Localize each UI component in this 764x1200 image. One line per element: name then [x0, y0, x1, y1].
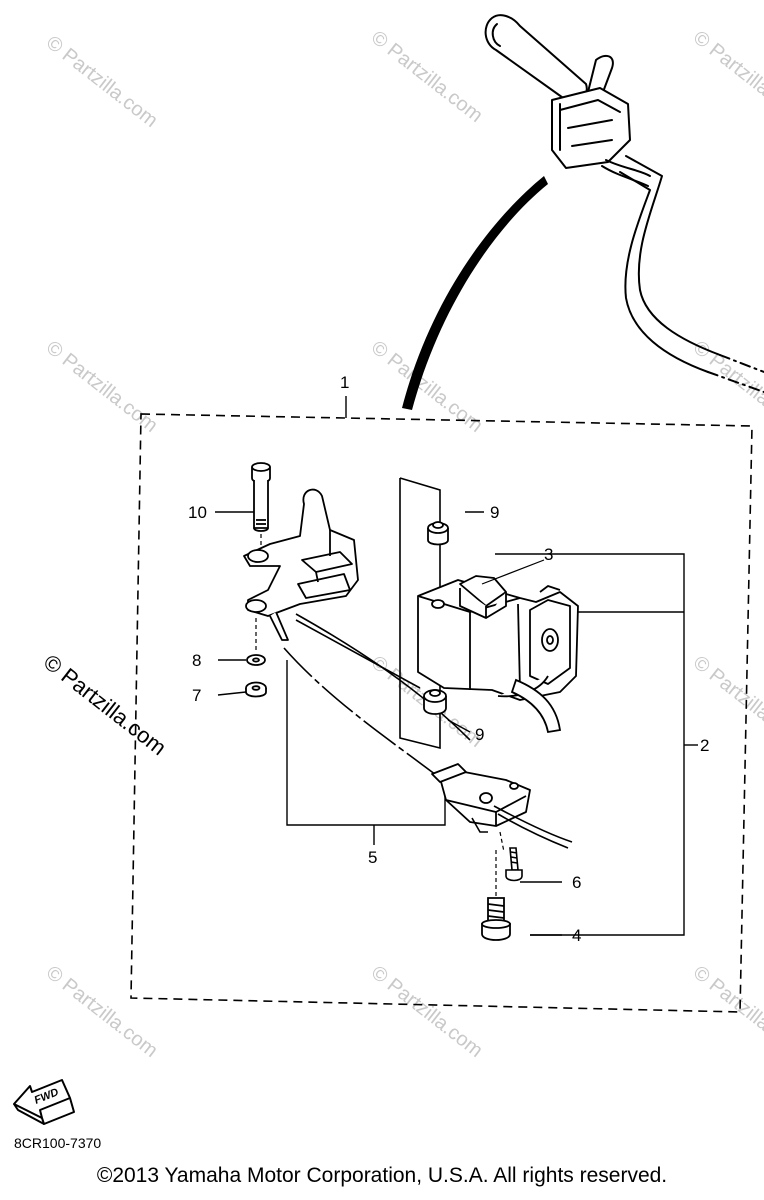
watermark: © Partzilla.com [42, 32, 162, 132]
centerline [499, 831, 505, 853]
brake-switch-part-5 [431, 763, 531, 827]
watermark: © Partzilla.com [367, 27, 487, 127]
screw-part-6 [505, 847, 523, 882]
grommet-part-9-lower [423, 689, 447, 715]
switch-part-3 [417, 575, 579, 701]
callout-7: 7 [192, 686, 201, 705]
wire-harness [402, 176, 548, 410]
grommet-part-9-upper [427, 521, 449, 546]
bolt-part-4 [481, 897, 511, 941]
switch-lead [510, 678, 562, 734]
watermark: © Partzilla.com [42, 337, 162, 437]
watermark: © Partzilla.com [689, 27, 764, 127]
leader-line [481, 559, 545, 585]
copyright-notice: ©2013 Yamaha Motor Corporation, U.S.A. A… [96, 1164, 668, 1187]
watermark: © Partzilla.com [367, 962, 487, 1062]
callout-5: 5 [368, 848, 377, 867]
assembly-boundary [130, 413, 753, 1013]
watermark-dark: © Partzilla.com [39, 649, 171, 760]
callout-2: 2 [700, 736, 709, 755]
watermark-layer: © Partzilla.com © Partzilla.com © Partzi… [42, 27, 764, 1062]
watermark: © Partzilla.com [689, 337, 764, 437]
callout-6: 6 [572, 873, 581, 892]
callout-9a: 9 [490, 503, 499, 522]
callout-10: 10 [188, 503, 207, 522]
callout-8: 8 [192, 651, 201, 670]
callout-1: 1 [340, 373, 349, 392]
watermark: © Partzilla.com [42, 962, 162, 1062]
grommet-strip [399, 477, 441, 750]
diagram-code: 8CR100-7370 [14, 1135, 101, 1151]
washer-part-8 [246, 654, 266, 666]
bracket-lines [286, 553, 698, 936]
fwd-arrow-icon: FWD [13, 1079, 75, 1125]
lever-holder [243, 488, 359, 641]
callout-3: 3 [544, 545, 553, 564]
handlebar-illustration [484, 14, 764, 393]
brake-switch-wires [471, 805, 573, 849]
callout-4: 4 [572, 926, 581, 945]
callout-9b: 9 [475, 725, 484, 744]
nut-part-7 [245, 681, 267, 698]
bolt-part-10 [251, 462, 271, 532]
